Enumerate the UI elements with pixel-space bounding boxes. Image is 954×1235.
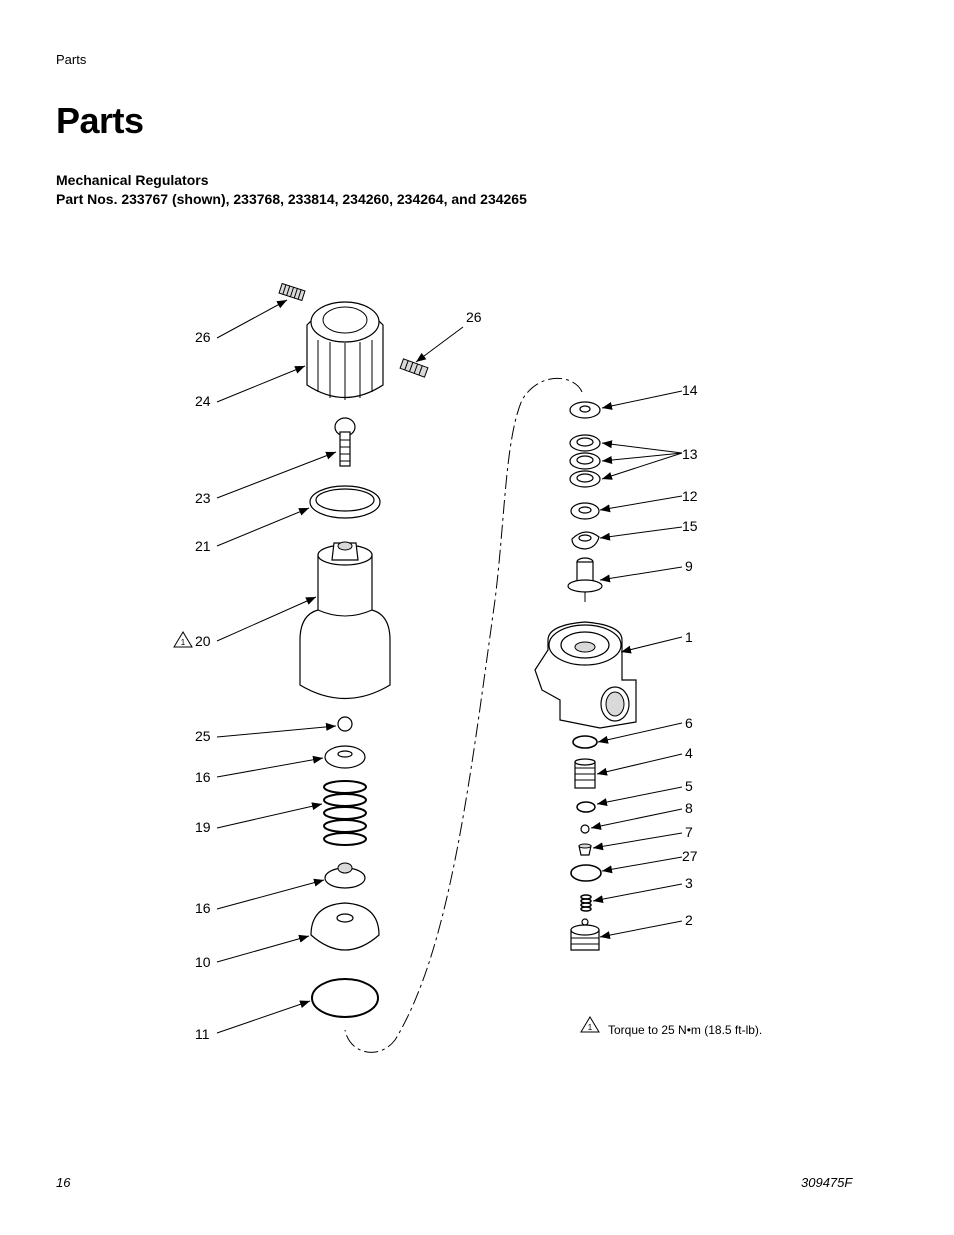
callout-21: 21 bbox=[195, 538, 211, 554]
clip-part bbox=[571, 531, 600, 550]
callout-16: 16 bbox=[195, 900, 211, 916]
callout-6: 6 bbox=[685, 715, 693, 731]
callout-5: 5 bbox=[685, 778, 693, 794]
pin-part bbox=[334, 417, 356, 467]
callout-23: 23 bbox=[195, 490, 211, 506]
page-number: 16 bbox=[56, 1175, 71, 1190]
regulator-body-part bbox=[534, 621, 637, 729]
set-screw-part bbox=[399, 358, 429, 378]
callout-26: 26 bbox=[195, 329, 211, 345]
document-number: 309475F bbox=[801, 1175, 853, 1190]
packing-part bbox=[569, 434, 601, 452]
callout-10: 10 bbox=[195, 954, 211, 970]
svg-text:1: 1 bbox=[588, 1023, 593, 1032]
set-screw-part bbox=[278, 282, 306, 302]
callout-3: 3 bbox=[685, 875, 693, 891]
callout-16: 16 bbox=[195, 769, 211, 785]
spring-part bbox=[323, 780, 367, 846]
section-heading: Mechanical Regulators bbox=[56, 172, 209, 188]
o-ring-part bbox=[311, 978, 379, 1018]
callout-27: 27 bbox=[682, 848, 698, 864]
o-ring-part bbox=[576, 801, 596, 813]
callout-4: 4 bbox=[685, 745, 693, 761]
part-numbers-heading: Part Nos. 233767 (shown), 233768, 233814… bbox=[56, 191, 527, 207]
warning-triangle-icon: 1 bbox=[173, 631, 193, 648]
seat-housing-part bbox=[574, 758, 596, 789]
regulator-housing-part bbox=[299, 541, 391, 700]
callout-8: 8 bbox=[685, 800, 693, 816]
warning-triangle-icon: 1 bbox=[580, 1016, 600, 1033]
spring-seat-part bbox=[324, 862, 366, 889]
assembly-dashed-path bbox=[344, 377, 583, 1053]
callout-1: 1 bbox=[685, 629, 693, 645]
torque-note: Torque to 25 N•m (18.5 ft-lb). bbox=[608, 1023, 762, 1037]
packing-part bbox=[569, 470, 601, 488]
packing-part bbox=[569, 452, 601, 470]
ball-part bbox=[337, 716, 353, 732]
washer-part bbox=[569, 401, 601, 419]
ball-part bbox=[580, 824, 590, 834]
svg-text:1: 1 bbox=[181, 638, 186, 647]
spring-part bbox=[580, 894, 592, 912]
callout-12: 12 bbox=[682, 488, 698, 504]
callout-14: 14 bbox=[682, 382, 698, 398]
gland-part bbox=[570, 502, 600, 520]
callout-13: 13 bbox=[682, 446, 698, 462]
o-ring-part bbox=[572, 735, 598, 749]
callout-20: 20 bbox=[195, 633, 211, 649]
stem-part bbox=[567, 557, 603, 602]
cap-part bbox=[570, 918, 600, 951]
page-title: Parts bbox=[56, 100, 144, 141]
callout-2: 2 bbox=[685, 912, 693, 928]
callout-25: 25 bbox=[195, 728, 211, 744]
spring-seat-part bbox=[324, 745, 366, 769]
retaining-ring-part bbox=[309, 485, 381, 519]
gasket-part bbox=[570, 864, 602, 882]
running-head: Parts bbox=[56, 52, 87, 67]
callout-26: 26 bbox=[466, 309, 482, 325]
seat-part bbox=[578, 843, 592, 856]
callout-11: 11 bbox=[195, 1026, 210, 1042]
callout-7: 7 bbox=[685, 824, 693, 840]
diaphragm-part bbox=[310, 902, 380, 951]
knob-part bbox=[306, 301, 384, 400]
callout-15: 15 bbox=[682, 518, 698, 534]
callout-19: 19 bbox=[195, 819, 211, 835]
callout-24: 24 bbox=[195, 393, 211, 409]
callout-9: 9 bbox=[685, 558, 693, 574]
